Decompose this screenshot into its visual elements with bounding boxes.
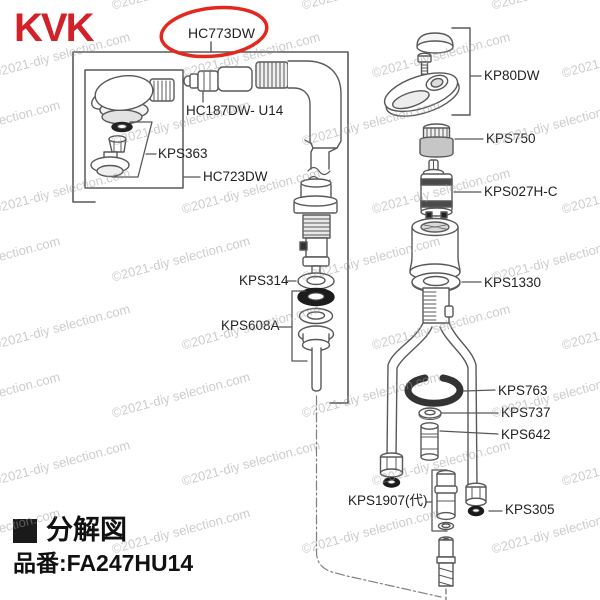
kps1907-group-drawing <box>434 469 458 531</box>
kvk-logo: KVK <box>14 6 94 50</box>
part-label-kps363: KPS363 <box>158 146 208 161</box>
part-label-hc187dw-u14: HC187DW- U14 <box>186 103 284 118</box>
part-label-kps737: KPS737 <box>501 405 551 420</box>
kps737-washer-drawing <box>418 407 442 420</box>
red-highlight-ellipse <box>159 5 269 59</box>
spout-shank-drawing <box>293 178 338 275</box>
spout-tube-drawing <box>287 60 342 185</box>
part-label-kps608a: KPS608A <box>221 318 280 333</box>
part-label-kps314: KPS314 <box>239 273 289 288</box>
part-label-kps642: KPS642 <box>501 427 551 442</box>
section-marker-square <box>13 518 37 543</box>
part-label-kps763: KPS763 <box>498 383 548 398</box>
kp80dw-group-drawing <box>383 32 460 117</box>
kps314-washer-drawing <box>297 272 335 290</box>
supply-pipe-drawing <box>311 347 442 598</box>
kps642-spacer-drawing <box>420 422 439 461</box>
part-label-kps1907: KPS1907(代) <box>348 493 428 508</box>
left-assembly-drawing <box>72 41 442 598</box>
spray-head-drawing <box>91 74 175 125</box>
kps763-cring-drawing <box>404 374 464 407</box>
part-label-hc773dw: HC773DW <box>188 25 255 41</box>
section-title-row: 分解図 <box>13 517 127 544</box>
hose-connector-drawing <box>183 61 289 92</box>
kps750-drawing <box>419 123 454 158</box>
part-label-kps305: KPS305 <box>505 502 555 517</box>
kps027hc-cartridge-drawing <box>420 159 453 219</box>
kps608a-washer-set-drawing <box>297 287 335 352</box>
part-label-kp80dw: KP80DW <box>484 68 540 83</box>
part-label-hc723dw: HC723DW <box>203 169 268 184</box>
body-shank-drawing <box>422 287 454 324</box>
aerator-parts-drawing <box>90 121 133 178</box>
part-label-kps027hc: KPS027H-C <box>484 184 558 199</box>
product-code-text: 品番:FA247HU14 <box>13 550 194 576</box>
supply-tubes-drawing <box>379 322 487 517</box>
part-label-kps1330: KPS1330 <box>484 275 542 290</box>
faucet-body-drawing <box>409 217 461 281</box>
right-assembly-drawing <box>379 27 503 600</box>
part-label-kps750: KPS750 <box>486 131 536 146</box>
diagram-type-title: 分解図 <box>46 515 127 545</box>
hose-adapter-drawing <box>436 536 456 600</box>
